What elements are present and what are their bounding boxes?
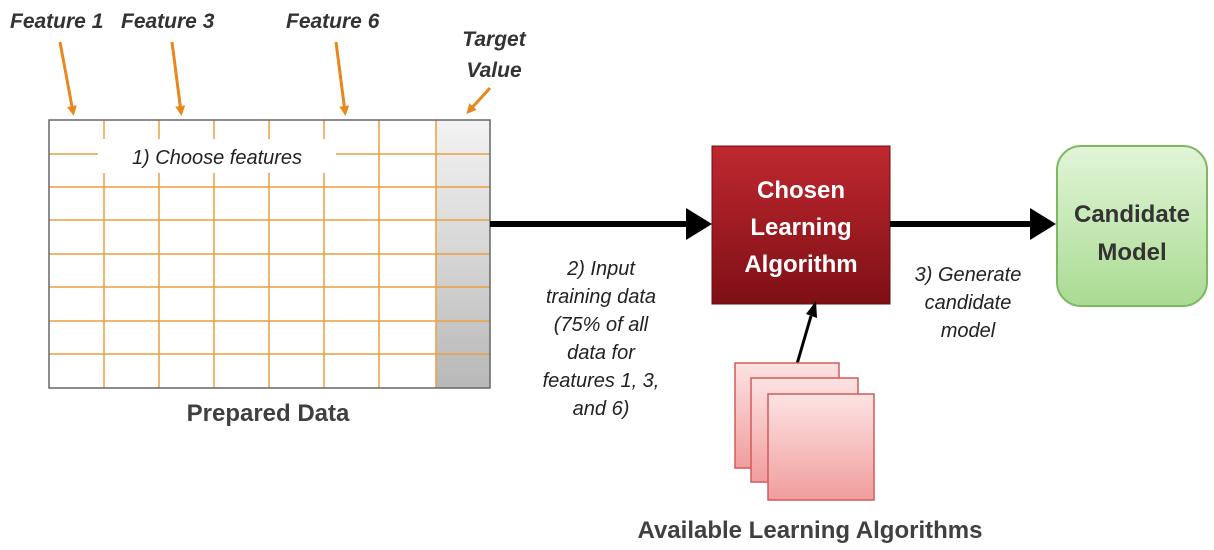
choose-features-label-bg xyxy=(98,139,336,173)
generate-arrow xyxy=(890,208,1056,240)
target-value-label-line2: Value xyxy=(466,59,522,82)
candidate-model-line-1: Candidate xyxy=(1074,201,1190,228)
feature-3-arrow xyxy=(170,41,186,116)
step-2-line-2: training data xyxy=(546,286,656,308)
candidate-model-box: Candidate Model xyxy=(1056,145,1208,307)
available-algorithm-cards xyxy=(734,362,875,501)
step-2-line-4: data for xyxy=(567,342,636,364)
table-border xyxy=(48,119,491,389)
feature-3-label: Feature 3 xyxy=(121,10,215,33)
prepared-data-caption: Prepared Data xyxy=(187,400,350,427)
feature-pointer-arrows xyxy=(58,41,492,116)
algorithm-line-1: Chosen xyxy=(757,177,845,204)
feature-1-arrow xyxy=(58,41,77,116)
step-2-line-5: features 1, 3, xyxy=(543,370,660,392)
step-2-line-1: 2) Input xyxy=(566,258,636,280)
target-value-arrow xyxy=(466,86,492,114)
target-value-label-line1: Target xyxy=(462,28,526,51)
algorithm-feed-arrow xyxy=(795,301,817,365)
step-2-line-3: (75% of all xyxy=(554,314,649,336)
step-2-line-6: and 6) xyxy=(573,398,630,420)
prepared-data-table: 1) Choose features xyxy=(48,119,491,389)
step-2-note: 2) Input training data (75% of all data … xyxy=(543,258,660,420)
input-arrow xyxy=(490,208,712,240)
feature-1-label: Feature 1 xyxy=(10,10,103,33)
chosen-learning-algorithm-box: Chosen Learning Algorithm xyxy=(711,145,891,305)
available-algorithms-caption: Available Learning Algorithms xyxy=(638,517,983,544)
feature-6-arrow xyxy=(334,41,350,116)
algorithm-line-3: Algorithm xyxy=(744,251,857,278)
step-3-line-2: candidate xyxy=(925,292,1012,314)
step-3-note: 3) Generate candidate model xyxy=(915,264,1022,342)
choose-features-label: 1) Choose features xyxy=(132,147,302,169)
step-3-line-3: model xyxy=(941,320,996,342)
algorithm-line-2: Learning xyxy=(750,214,851,241)
step-3-line-1: 3) Generate xyxy=(915,264,1022,286)
candidate-model-line-2: Model xyxy=(1097,239,1166,266)
feature-6-label: Feature 6 xyxy=(286,10,380,33)
algorithm-card-front xyxy=(767,393,875,501)
